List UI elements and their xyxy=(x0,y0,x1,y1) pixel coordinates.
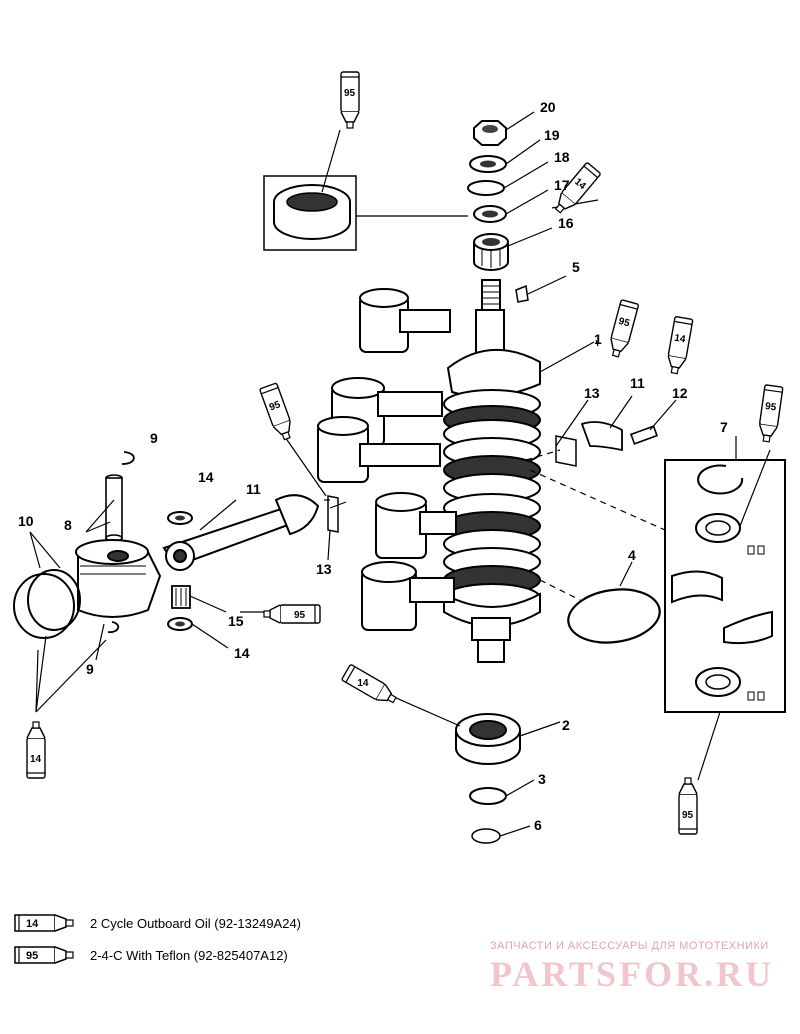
callout-8: 8 xyxy=(64,517,72,533)
callout-5: 5 xyxy=(572,259,580,275)
bearing-cage-13-right xyxy=(555,435,577,467)
needle-bearing-15 xyxy=(171,585,191,609)
callout-4: 4 xyxy=(628,547,636,563)
svg-text:14: 14 xyxy=(673,333,686,346)
piston-bank-4 xyxy=(375,492,457,559)
tube-icon-95: 95 xyxy=(14,946,74,964)
callout-13-left: 13 xyxy=(316,561,332,577)
callout-1: 1 xyxy=(594,331,602,347)
washer-14-top xyxy=(167,511,193,525)
callout-20: 20 xyxy=(540,99,556,115)
pistons-assembly xyxy=(317,288,457,631)
retaining-ring-3 xyxy=(469,787,507,805)
svg-text:14: 14 xyxy=(26,918,39,930)
svg-text:95: 95 xyxy=(764,401,777,414)
tube-icon-14: 14 xyxy=(14,914,74,932)
bearing-cage-13-left xyxy=(327,495,347,533)
grease-tube-12: 14 xyxy=(664,315,694,376)
callout-7: 7 xyxy=(720,419,728,435)
retaining-ring-4 xyxy=(567,588,661,644)
callout-18: 18 xyxy=(554,149,570,165)
watermark-logo: PARTSFOR.RU xyxy=(490,954,775,994)
retaining-ring-9-bottom xyxy=(107,621,120,634)
grease-tube-7-bottom: 95 xyxy=(678,777,698,835)
piston-pin-8 xyxy=(105,474,123,542)
grease-tube-15: 95 xyxy=(263,604,321,624)
callout-3: 3 xyxy=(538,771,546,787)
svg-text:95: 95 xyxy=(617,316,631,330)
svg-text:95: 95 xyxy=(26,950,38,962)
callout-12: 12 xyxy=(672,385,688,401)
legend-text-95: 2-4-C With Teflon (92-825407A12) xyxy=(90,947,288,963)
retaining-ring-9-top xyxy=(121,451,135,465)
callout-17: 17 xyxy=(554,177,570,193)
seal-17 xyxy=(473,205,507,223)
callout-10: 10 xyxy=(18,513,34,529)
crankshaft-1 xyxy=(443,279,541,663)
grease-tube-16: 14 xyxy=(550,161,602,218)
piston-8 xyxy=(75,539,162,618)
svg-text:95: 95 xyxy=(268,399,283,413)
callout-labels: 20 19 18 17 16 5 1 13 11 12 7 4 9 14 11 … xyxy=(18,99,728,833)
key-5 xyxy=(515,284,529,303)
piston-bank-1 xyxy=(359,288,451,353)
callout-16: 16 xyxy=(558,215,574,231)
callout-13-right: 13 xyxy=(584,385,600,401)
piston-bank-3 xyxy=(317,416,441,483)
callout-6: 6 xyxy=(534,817,542,833)
svg-text:14: 14 xyxy=(357,678,369,689)
svg-text:95: 95 xyxy=(682,810,694,821)
svg-text:95: 95 xyxy=(344,88,356,99)
nut-20 xyxy=(473,120,507,146)
grease-tube-top: 95 xyxy=(340,71,360,129)
callout-14-top: 14 xyxy=(198,469,214,485)
callout-11-left: 11 xyxy=(246,481,261,497)
rod-cap-11 xyxy=(580,421,623,452)
callout-9-bottom: 9 xyxy=(86,661,94,677)
ball-bearing-2 xyxy=(455,713,521,765)
watermark-tagline: ЗАПЧАСТИ И АКСЕССУАРЫ ДЛЯ МОТОТЕХНИКИ xyxy=(490,940,769,952)
grease-tube-13: 95 xyxy=(258,382,297,443)
grease-tube-rings: 14 xyxy=(26,721,46,779)
callout-14-bottom: 14 xyxy=(234,645,250,661)
svg-text:14: 14 xyxy=(30,754,42,765)
washer-6 xyxy=(471,828,501,844)
grease-tube-2: 14 xyxy=(340,663,400,709)
piston-bank-5 xyxy=(361,561,455,631)
legend-text-14: 2 Cycle Outboard Oil (92-13249A24) xyxy=(90,915,302,931)
grease-tube-7-top: 95 xyxy=(756,384,784,444)
leader-lines xyxy=(29,339,771,837)
svg-text:95: 95 xyxy=(294,610,306,621)
o-ring-18 xyxy=(467,180,505,196)
legend-row-14: 14 2 Cycle Outboard Oil (92-13249A24) xyxy=(14,912,301,934)
legend-row-95: 95 2-4-C With Teflon (92-825407A12) xyxy=(14,944,301,966)
callout-9-top: 9 xyxy=(150,430,158,446)
washer-19 xyxy=(469,155,507,173)
washer-14-bottom xyxy=(167,617,193,631)
piston-rings-10 xyxy=(13,569,81,639)
callout-11-right: 11 xyxy=(630,375,645,391)
dashed-lines xyxy=(525,449,666,601)
callout-15: 15 xyxy=(228,613,244,629)
callout-2: 2 xyxy=(562,717,570,733)
connecting-rod-11 xyxy=(162,494,320,571)
bearing-16 xyxy=(473,233,509,271)
leaders-top xyxy=(321,111,599,295)
grease-tube-1: 95 xyxy=(606,298,640,360)
inset-seal-box xyxy=(263,175,468,251)
legend: 14 2 Cycle Outboard Oil (92-13249A24) 95… xyxy=(14,912,301,976)
screw-12 xyxy=(629,425,659,445)
callout-19: 19 xyxy=(544,127,560,143)
bearing-kit-box-7 xyxy=(664,459,786,713)
